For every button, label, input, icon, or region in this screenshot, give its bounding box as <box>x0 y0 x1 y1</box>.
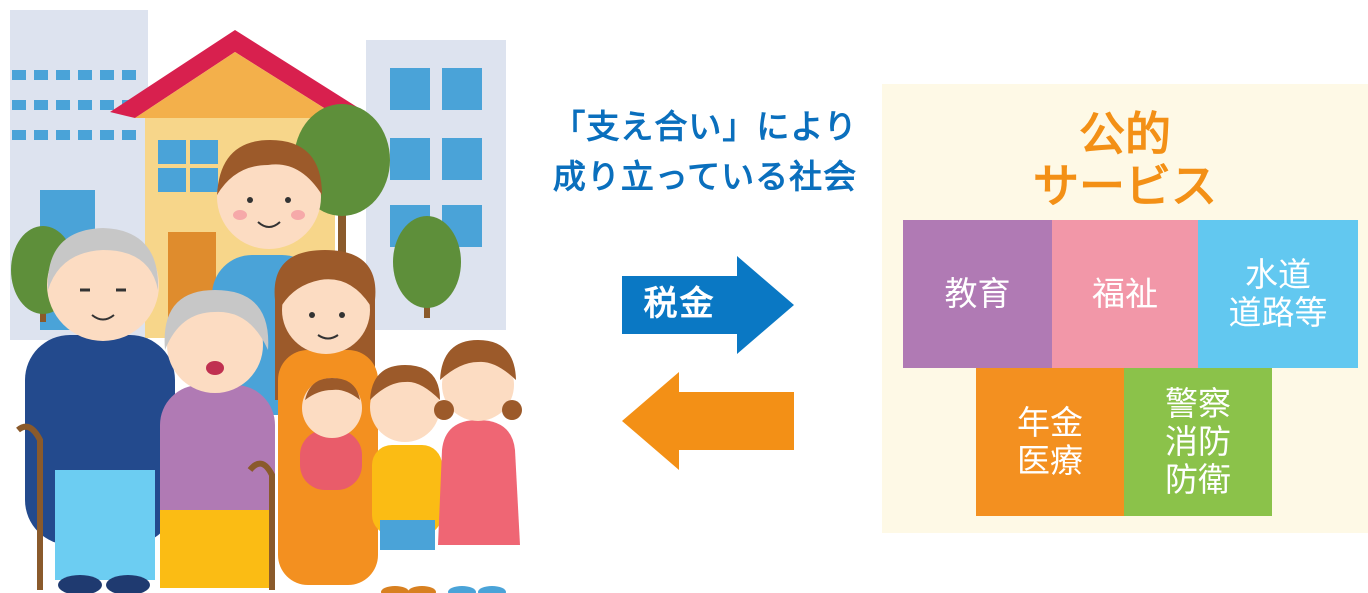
service-tile-label-line: 教育 <box>944 274 1011 313</box>
service-tile-label: 警察消防防衛 <box>1165 385 1231 499</box>
service-tile-education: 教育 <box>903 220 1052 368</box>
tax-label: 税金 <box>643 284 716 324</box>
service-tile-label-line: 警察 <box>1165 384 1231 423</box>
service-tile-label-line: 道路等 <box>1228 293 1328 332</box>
service-tile-label: 年金医療 <box>1017 404 1083 480</box>
girl <box>434 340 522 593</box>
grandfather <box>16 228 175 593</box>
service-tile-label-line: 水道 <box>1245 255 1311 294</box>
service-tile-label-line: 消防 <box>1165 422 1231 461</box>
service-tile-label: 福祉 <box>1092 275 1158 313</box>
service-tile-label-line: 福祉 <box>1092 274 1158 313</box>
slogan-line-1: 「支え合い」により <box>552 107 858 146</box>
tree <box>393 216 461 308</box>
service-tile-label: 水道道路等 <box>1229 256 1328 332</box>
service-tile-label-line: 年金 <box>1017 403 1083 442</box>
tax-arrow <box>622 256 794 354</box>
boy <box>370 365 442 593</box>
grandmother <box>160 290 275 590</box>
service-tile-water-roads: 水道道路等 <box>1198 220 1358 368</box>
return-arrow <box>622 372 794 470</box>
baby <box>300 378 362 490</box>
service-tile-welfare: 福祉 <box>1052 220 1198 368</box>
service-tile-label-line: 防衛 <box>1165 460 1231 499</box>
service-tile-label-line: 医療 <box>1017 441 1083 480</box>
family-illustration <box>10 10 522 593</box>
public-services-title: 公的 サービス <box>882 108 1368 212</box>
service-tile-pension-medical: 年金医療 <box>976 368 1124 516</box>
slogan: 「支え合い」により 成り立っている社会 <box>520 102 890 202</box>
service-tile-police-fire-defense: 警察消防防衛 <box>1124 368 1272 516</box>
slogan-line-2: 成り立っている社会 <box>552 157 858 196</box>
service-tile-label: 教育 <box>945 275 1011 313</box>
services-title-line-2: サービス <box>1033 159 1217 213</box>
services-title-line-1: 公的 <box>1079 107 1171 161</box>
